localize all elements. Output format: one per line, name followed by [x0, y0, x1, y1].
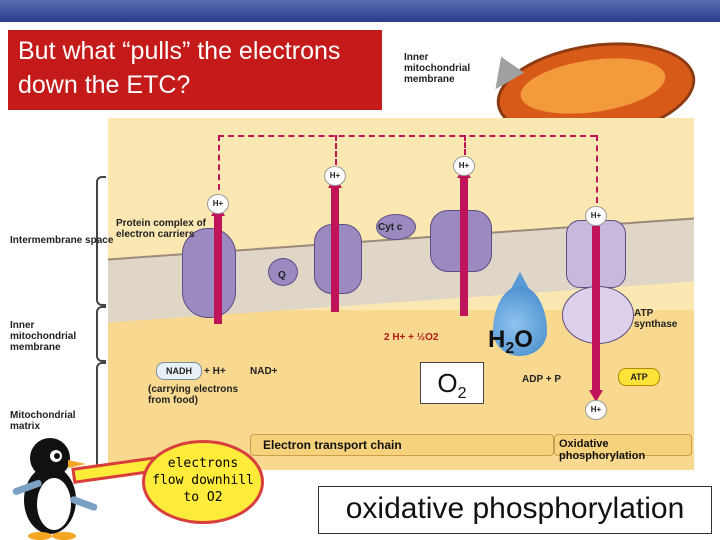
proton-path-3 [464, 135, 466, 155]
water-drop-icon [493, 286, 547, 356]
top-banner [0, 0, 720, 22]
o2-subscript: 2 [457, 385, 467, 403]
proton-path-1 [218, 135, 220, 190]
h2o-label: H2O [488, 326, 533, 358]
ubiquinone [268, 258, 298, 286]
bottom-label-text: oxidative phosphorylation [345, 492, 685, 525]
bracket-intermembrane [96, 176, 106, 306]
cytochrome-c [376, 214, 416, 240]
proton-arrow-4 [592, 226, 600, 392]
h2o-h: H [488, 326, 506, 353]
label-matrix: Mitochondrial matrix [10, 410, 76, 432]
proton-path-top [218, 135, 596, 137]
etc-bar: Electron transport chain [250, 434, 554, 456]
o2-box: O2 [420, 362, 484, 404]
nadh-plus-label: + H+ [204, 366, 226, 377]
adp-label: ADP + P [522, 374, 561, 385]
reaction-label: 2 H+ + ½O2 [384, 332, 439, 343]
cyt-c-label: Cyt c [378, 222, 403, 233]
penguin-mascot-icon [12, 438, 98, 540]
label-intermembrane: Intermembrane space [10, 235, 114, 246]
proton-2: H+ [324, 166, 346, 186]
proton-path-2 [335, 135, 337, 165]
proton-arrow-2 [331, 186, 339, 312]
speech-line-3: to O2 [183, 490, 223, 505]
inset-label: Inner mitochondrial membrane [404, 52, 471, 85]
label-inner-membrane: Inner mitochondrial membrane [10, 320, 77, 353]
q-label: Q [278, 270, 286, 281]
atp-label: ATP [618, 368, 660, 386]
proton-4: H+ [585, 206, 607, 226]
protein-complex-label: Protein complex of electron carriers [116, 218, 207, 240]
nadh-label: NADH [156, 362, 202, 380]
etc-bar-label: Electron transport chain [263, 438, 402, 452]
speech-line-2: flow downhill [152, 473, 254, 488]
proton-3: H+ [453, 156, 475, 176]
nad-label: NAD+ [250, 366, 278, 377]
oxphos-bar-label: Oxidative phosphorylation [559, 438, 646, 462]
proton-arrow-3 [460, 176, 468, 316]
proton-5: H+ [585, 400, 607, 420]
proton-1: H+ [207, 194, 229, 214]
oxidative-phosphorylation-label: oxidative phosphorylation [318, 486, 712, 534]
bracket-membrane [96, 306, 106, 362]
speech-line-1: electrons [167, 456, 239, 471]
proton-arrowhead-4 [589, 390, 603, 402]
speech-bubble: electrons flow downhill to O2 [142, 440, 264, 524]
h2o-o: O [514, 326, 533, 353]
title-box: But what “pulls” the electrons down the … [8, 30, 382, 110]
complex-1 [182, 228, 236, 318]
o2-text: O [437, 368, 458, 398]
slide-title: But what “pulls” the electrons down the … [18, 37, 341, 99]
oxphos-bar: Oxidative phosphorylation [554, 434, 692, 462]
carrying-label: (carrying electrons from food) [148, 384, 239, 406]
proton-arrow-1 [214, 214, 222, 324]
h2o-subscript: 2 [505, 339, 515, 357]
atp-synthase-label: ATP synthase [634, 308, 678, 330]
proton-path-4 [596, 135, 598, 203]
